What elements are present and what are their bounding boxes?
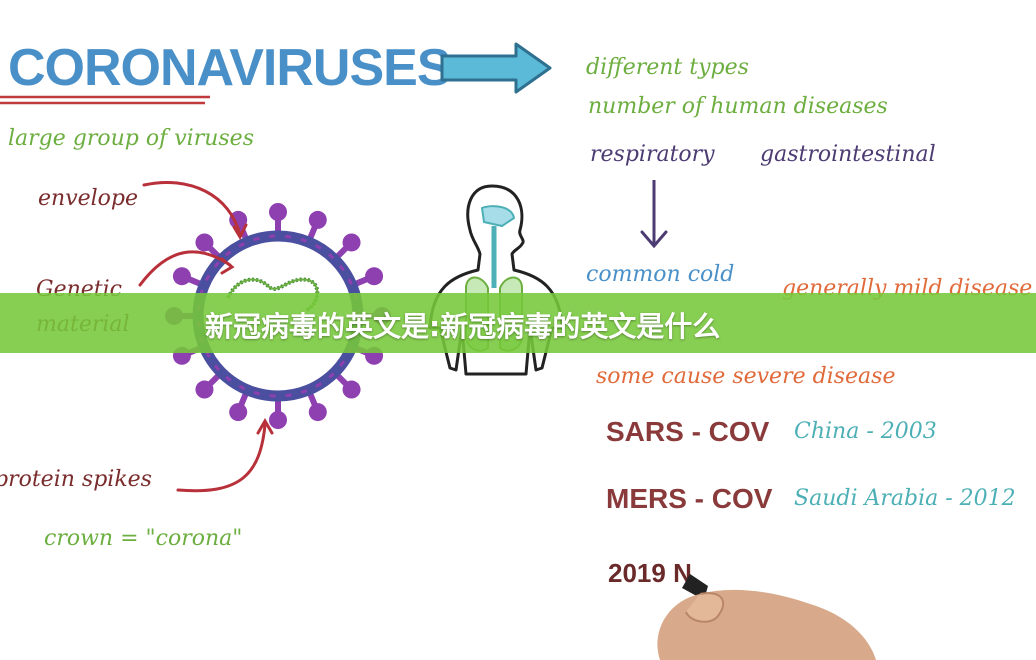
spikes-label: protein spikes: [0, 467, 152, 492]
spike-head: [308, 403, 327, 422]
note-human-diseases: number of human diseases: [588, 94, 888, 119]
drawing-hand: [657, 574, 876, 660]
outbreak-name: MERS - COV: [606, 483, 773, 514]
spike-head: [269, 411, 287, 429]
pointer-arrows: [138, 180, 274, 493]
down-arrow-icon: [640, 180, 668, 249]
crown-label: crown = "corona": [44, 526, 243, 551]
title-underline: [0, 95, 210, 105]
title-banner: [0, 293, 1036, 353]
envelope-label: envelope: [38, 186, 139, 211]
page-title: CORONAVIRUSES: [8, 39, 452, 97]
spike-head: [269, 203, 287, 221]
spike-head: [195, 380, 214, 399]
right-arrow-icon: [440, 42, 552, 94]
outbreak-location: Saudi Arabia - 2012: [794, 486, 1016, 511]
spike-head: [342, 233, 361, 252]
spike-head: [308, 210, 327, 229]
subtitle: large group of viruses: [8, 126, 254, 151]
spike-head: [195, 233, 214, 252]
outbreak-location: China - 2003: [794, 419, 937, 444]
spike-head: [172, 267, 191, 286]
outbreak-name: SARS - COV: [606, 416, 770, 447]
note-common-cold: common cold: [586, 262, 735, 287]
spike-head: [365, 267, 384, 286]
human-body-icon: [428, 184, 564, 376]
banner-text: 新冠病毒的英文是:新冠病毒的英文是什么: [205, 310, 721, 343]
note-different-types: different types: [586, 55, 749, 80]
note-severe-disease: some cause severe disease: [596, 364, 896, 389]
spike-head: [229, 403, 248, 422]
note-respiratory: respiratory: [590, 142, 715, 167]
note-gastrointestinal: gastrointestinal: [760, 142, 936, 167]
spike-head: [342, 380, 361, 399]
outbreak-name: 2019 N: [608, 558, 692, 588]
